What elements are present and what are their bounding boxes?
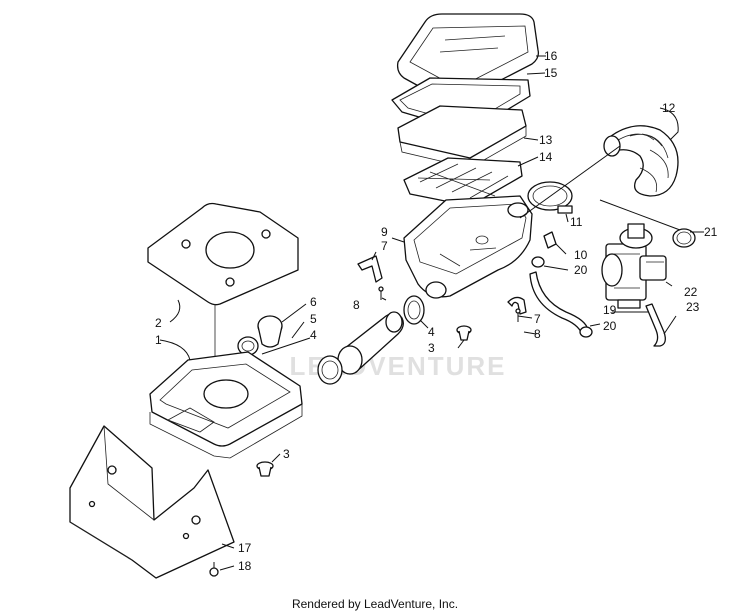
- callout-22: 22: [684, 285, 698, 299]
- callout-16: 16: [544, 49, 558, 63]
- fuel-hose-23: [645, 303, 666, 347]
- callout-19: 19: [603, 303, 617, 317]
- callout-8-lower: 8: [534, 327, 541, 341]
- callout-21: 21: [704, 225, 718, 239]
- render-credit: Rendered by LeadVenture, Inc.: [291, 597, 459, 611]
- callout-20-lower: 20: [603, 319, 617, 333]
- callout-13: 13: [539, 133, 553, 147]
- carburetor: [601, 223, 667, 309]
- screw-18: [209, 562, 219, 577]
- fitting-10: [543, 231, 557, 249]
- lid-panel-2: [147, 202, 299, 380]
- intake-duct-5: [337, 311, 404, 375]
- coupler-6: [257, 315, 283, 348]
- leader-lines: [159, 55, 704, 571]
- fitting-20-top: [531, 256, 545, 268]
- callout-15: 15: [544, 66, 558, 80]
- callout-8-upper: 8: [353, 298, 360, 312]
- bracket-7-left: [357, 255, 383, 283]
- callout-14: 14: [539, 150, 553, 164]
- callout-1: 1: [155, 333, 162, 347]
- callout-3-upper: 3: [428, 341, 435, 355]
- bracket-7-right: [507, 296, 527, 315]
- airbox-housing: [403, 195, 533, 299]
- callout-23: 23: [686, 300, 700, 314]
- callout-11: 11: [570, 215, 583, 229]
- callout-3-lower: 3: [283, 447, 290, 461]
- callout-9: 9: [381, 225, 388, 239]
- callout-17: 17: [238, 541, 252, 555]
- callout-7-lower: 7: [534, 312, 541, 326]
- screw-8-right: [515, 308, 521, 322]
- callout-20-upper: 20: [574, 263, 588, 277]
- clamp-4-lower: [317, 355, 343, 385]
- filter-cage: [403, 157, 523, 207]
- callout-7-upper: 7: [381, 239, 388, 253]
- grommet-3-upper: [456, 325, 472, 341]
- heat-shield-17: [69, 425, 235, 579]
- callout-2: 2: [155, 316, 162, 330]
- hose-clamp-11: [527, 181, 573, 214]
- clamp-4-center: [403, 295, 425, 325]
- lower-airbox-1: [149, 351, 303, 459]
- callout-6: 6: [310, 295, 317, 309]
- callout-12: 12: [662, 101, 676, 115]
- callout-4-center: 4: [428, 325, 435, 339]
- callout-18: 18: [238, 559, 252, 573]
- intake-boot: [603, 125, 679, 197]
- callout-10: 10: [574, 248, 588, 262]
- screw-8-left: [378, 286, 384, 300]
- grommet-3-lower: [256, 461, 274, 477]
- hose-clamp-21: [672, 228, 696, 248]
- callout-5: 5: [310, 312, 317, 326]
- callout-4-left: 4: [310, 328, 317, 342]
- clamp-20-lower: [579, 326, 593, 338]
- callout-labels: 16 15 12 13 14 11 21 9 7 10 20 22 23 8 1…: [155, 49, 718, 573]
